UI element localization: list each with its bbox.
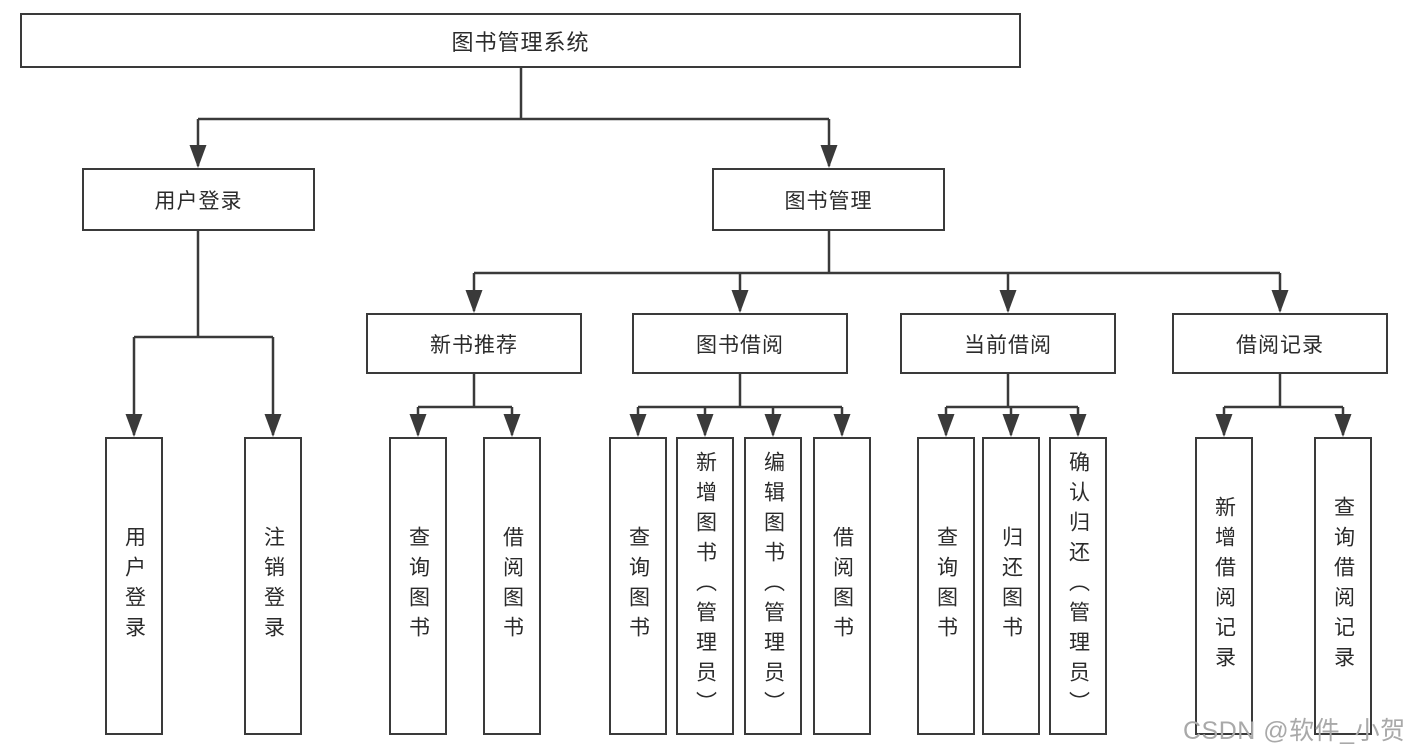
leaf-return-books: 归还图书	[982, 437, 1040, 735]
connector-root-to-level2	[189, 68, 838, 168]
node-label: 新增借阅记录	[1212, 496, 1236, 676]
node-new-book-recommend: 新书推荐	[366, 313, 582, 374]
arrowhead-icon	[189, 145, 207, 168]
node-label: 借阅图书	[830, 526, 854, 646]
leaf-add-books-admin: 新增图书（管理员）	[676, 437, 734, 735]
arrowhead-icon	[465, 290, 483, 313]
arrowhead-icon	[833, 414, 851, 437]
connector-book-management-to-level3	[465, 231, 1289, 313]
node-label: 确认归还（管理员）	[1066, 451, 1090, 721]
node-label: 注销登录	[261, 526, 285, 646]
leaf-query-books-current: 查询图书	[917, 437, 975, 735]
node-label: 当前借阅	[964, 333, 1052, 357]
node-label: 查询借阅记录	[1331, 496, 1355, 676]
leaf-borrow-books: 借阅图书	[813, 437, 871, 735]
arrowhead-icon	[629, 414, 647, 437]
node-book-borrowing: 图书借阅	[632, 313, 848, 374]
leaf-query-books-borrowing: 查询图书	[609, 437, 667, 735]
leaf-logout: 注销登录	[244, 437, 302, 735]
connector-new-book-recommend-leaves	[409, 374, 521, 437]
arrowhead-icon	[264, 414, 282, 437]
arrowhead-icon	[503, 414, 521, 437]
arrowhead-icon	[1271, 290, 1289, 313]
node-label: 查询图书	[934, 526, 958, 646]
arrowhead-icon	[125, 414, 143, 437]
node-label: 查询图书	[406, 526, 430, 646]
arrowhead-icon	[1215, 414, 1233, 437]
node-user-login: 用户登录	[82, 168, 315, 231]
arrowhead-icon	[696, 414, 714, 437]
node-label: 归还图书	[999, 526, 1023, 646]
node-label: 用户登录	[154, 189, 243, 213]
node-borrowing-records: 借阅记录	[1172, 313, 1388, 374]
leaf-query-borrow-record: 查询借阅记录	[1314, 437, 1372, 735]
arrowhead-icon	[820, 145, 838, 168]
connector-user-login-branch	[125, 231, 282, 437]
node-label: 新增图书（管理员）	[693, 451, 717, 721]
arrowhead-icon	[764, 414, 782, 437]
leaf-borrow-books-recommend: 借阅图书	[483, 437, 541, 735]
arrowhead-icon	[731, 290, 749, 313]
node-root-system: 图书管理系统	[20, 13, 1021, 68]
leaf-query-books-recommend: 查询图书	[389, 437, 447, 735]
node-label: 用户登录	[122, 526, 146, 646]
node-label: 图书借阅	[696, 333, 784, 357]
node-label: 新书推荐	[430, 333, 518, 357]
arrowhead-icon	[1069, 414, 1087, 437]
arrowhead-icon	[937, 414, 955, 437]
connector-current-borrowing-leaves	[937, 374, 1087, 437]
node-label: 查询图书	[626, 526, 650, 646]
leaf-add-borrow-record: 新增借阅记录	[1195, 437, 1253, 735]
node-label: 编辑图书（管理员）	[761, 451, 785, 721]
connector-borrowing-records-leaves	[1215, 374, 1352, 437]
leaf-user-login: 用户登录	[105, 437, 163, 735]
arrowhead-icon	[409, 414, 427, 437]
connector-book-borrowing-leaves	[629, 374, 851, 437]
leaf-edit-books-admin: 编辑图书（管理员）	[744, 437, 802, 735]
node-book-management: 图书管理	[712, 168, 945, 231]
node-label: 借阅记录	[1236, 333, 1324, 357]
node-label: 借阅图书	[500, 526, 524, 646]
watermark: CSDN @软件_小贺同学	[1183, 717, 1405, 745]
arrowhead-icon	[1334, 414, 1352, 437]
node-label: 图书管理	[784, 189, 873, 213]
arrowhead-icon	[1002, 414, 1020, 437]
node-current-borrowing: 当前借阅	[900, 313, 1116, 374]
leaf-confirm-return-admin: 确认归还（管理员）	[1049, 437, 1107, 735]
arrowhead-icon	[999, 290, 1017, 313]
node-label: 图书管理系统	[451, 29, 590, 55]
